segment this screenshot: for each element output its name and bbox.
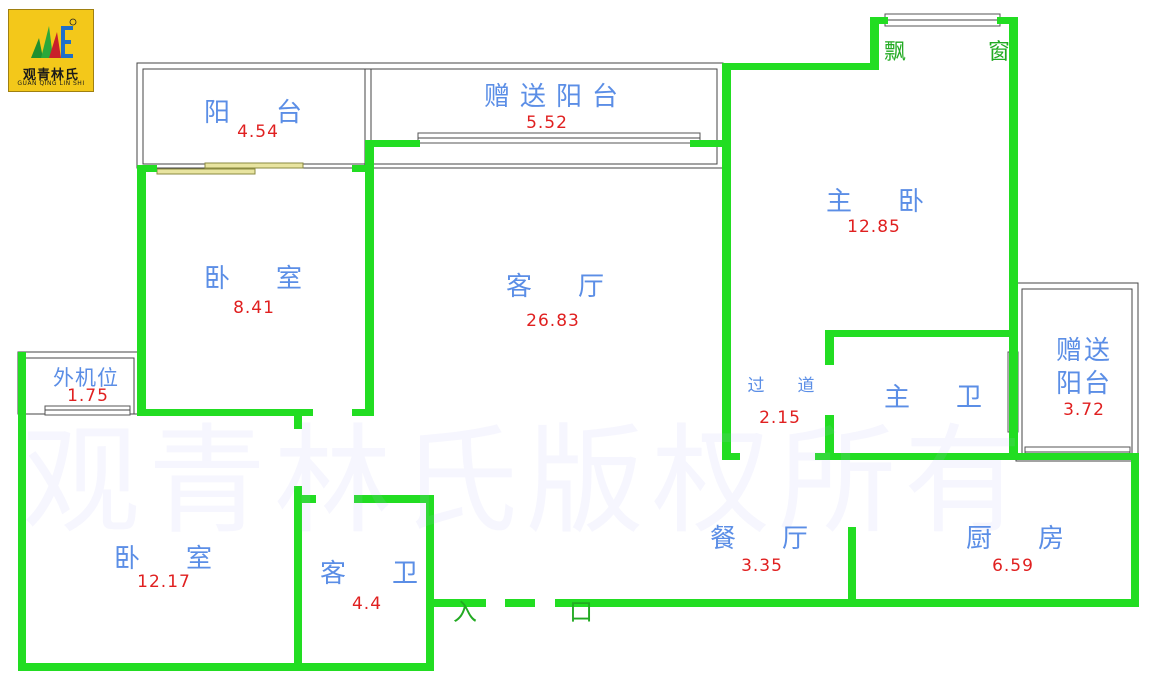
room-name-bedroom-2: 卧 室	[113, 544, 223, 574]
room-area-balcony: 4.54	[237, 122, 279, 142]
room-name-hallway: 过 道	[747, 376, 823, 396]
room-name-gift-balcony-right-line2: 阳台	[1055, 369, 1113, 399]
room-area-living-room: 26.83	[526, 311, 580, 331]
watermark: 观青林氏版权所有	[22, 412, 1031, 550]
room-area-gift-balcony-top: 5.52	[526, 113, 568, 133]
room-name-guest-bath: 客 卫	[319, 559, 429, 589]
room-name-dining-room: 餐 厅	[709, 524, 819, 554]
walls	[18, 17, 1139, 671]
brand-logo: 观青林氏 GUAN QING LIN SHI	[8, 9, 94, 92]
room-area-hallway: 2.15	[759, 408, 801, 428]
room-name-living-room: 客 厅	[505, 272, 615, 302]
room-name-ac-unit: 外机位	[53, 366, 119, 390]
logo-name-cn: 观青林氏	[22, 68, 79, 83]
room-area-kitchen: 6.59	[992, 556, 1034, 576]
room-name-gift-balcony-right-line1: 赠送	[1055, 336, 1113, 366]
logo-mark-icon	[31, 18, 77, 58]
entrance-label: 入 口	[453, 598, 627, 626]
room-area-ac-unit: 1.75	[67, 386, 109, 406]
room-name-master-bedroom: 主 卧	[825, 187, 935, 217]
room-name-bay-window: 飘 窗	[883, 40, 1041, 65]
room-name-gift-balcony-top: 赠送阳台	[483, 82, 629, 112]
room-area-master-bedroom: 12.85	[847, 217, 901, 237]
room-name-kitchen: 厨 房	[965, 524, 1075, 554]
room-area-guest-bath: 4.4	[351, 594, 383, 614]
room-name-master-bath: 主 卫	[883, 383, 993, 413]
room-area-dining-room: 3.35	[741, 556, 783, 576]
room-name-bedroom-1: 卧 室	[203, 264, 313, 294]
room-area-gift-balcony-right: 3.72	[1063, 400, 1105, 420]
room-name-balcony: 阳 台	[203, 98, 313, 128]
room-area-bedroom-2: 12.17	[137, 572, 191, 592]
room-area-bedroom-1: 8.41	[233, 298, 275, 318]
logo-name-en: GUAN QING LIN SHI	[17, 80, 85, 87]
